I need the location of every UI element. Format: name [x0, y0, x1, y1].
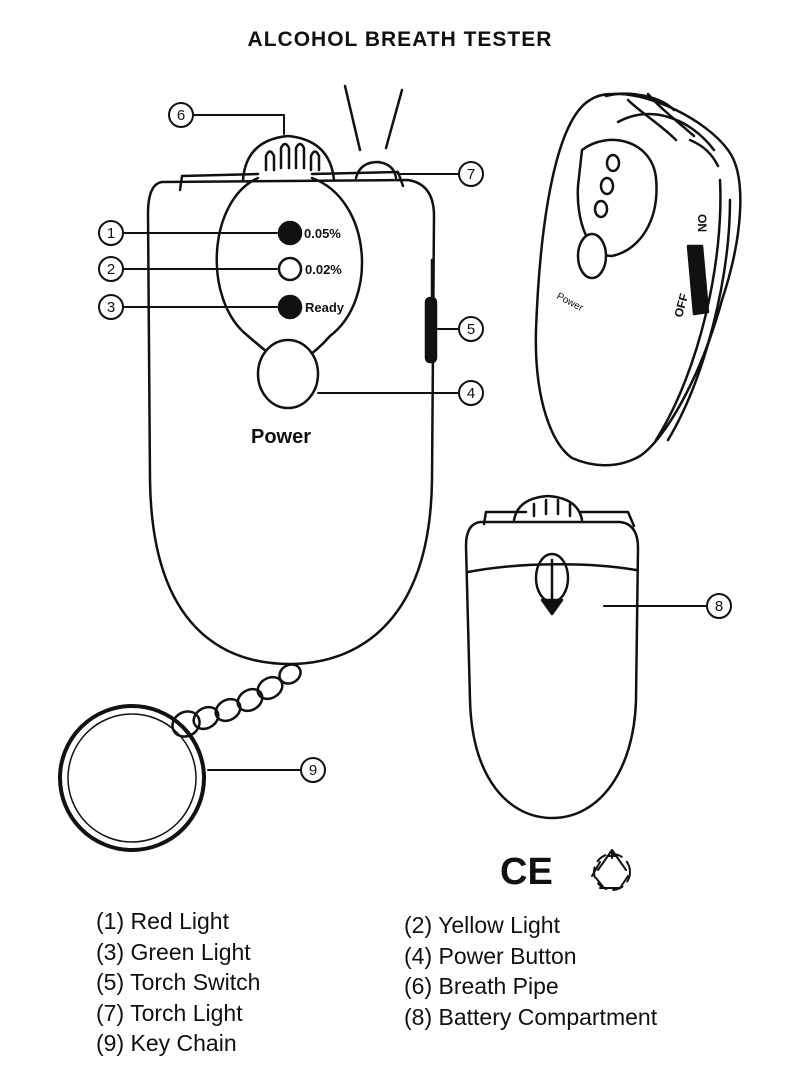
back-body	[464, 520, 640, 820]
callout-circle-1	[98, 220, 124, 246]
callout-circle-6	[168, 102, 194, 128]
callout-6: 6	[177, 107, 185, 124]
red-level-label: 0.05%	[304, 226, 341, 241]
callout-circle-5	[458, 316, 484, 342]
callout-4: 4	[467, 385, 475, 402]
callout-5: 5	[467, 321, 475, 338]
side-view	[534, 92, 742, 467]
torch-light	[343, 84, 404, 180]
recycle-icon	[591, 849, 631, 891]
callout-8: 8	[715, 598, 723, 615]
green-level-label: Ready	[305, 300, 345, 315]
side-power-label: Power	[555, 291, 586, 314]
legend-item-8: (8) Battery Compartment	[404, 1003, 658, 1030]
side-switch	[686, 244, 710, 316]
side-on-label: ON	[695, 214, 709, 232]
legend-item-1: (1) Red Light	[96, 908, 229, 934]
key-ring	[58, 704, 206, 852]
power-button	[256, 338, 320, 410]
side-panel	[576, 138, 658, 258]
yellow-level-label: 0.02%	[305, 262, 342, 277]
callout-1: 1	[107, 225, 115, 242]
legend-item-3: (3) Green Light	[96, 938, 251, 965]
legend-item-5: (5) Torch Switch	[96, 969, 261, 995]
legend-item-7: (7) Torch Light	[96, 999, 243, 1026]
legend-right: (2) Yellow Light (4) Power Button (6) Br…	[404, 910, 657, 1032]
callout-circle-3	[98, 294, 124, 320]
front-top-cap	[178, 170, 405, 192]
back-view	[464, 494, 640, 820]
side-off-label: OFF	[671, 292, 691, 319]
battery-compartment	[466, 563, 638, 574]
callout-9: 9	[309, 762, 317, 779]
callout-circle-2	[98, 256, 124, 282]
legend-left: (1) Red Light (3) Green Light (5) Torch …	[96, 906, 260, 1059]
callout-3: 3	[107, 299, 115, 316]
callout-2: 2	[107, 261, 115, 278]
legend-item-4: (4) Power Button	[404, 942, 577, 969]
front-power-label: Power	[251, 426, 311, 448]
callout-circle-4	[458, 380, 484, 406]
back-breath-pipe	[512, 494, 584, 522]
legend-item-6: (6) Breath Pipe	[404, 973, 559, 999]
callout-circle-7	[458, 161, 484, 187]
side-power-button	[576, 232, 608, 280]
callout-7: 7	[467, 166, 475, 183]
page-title: ALCOHOL BREATH TESTER	[247, 28, 553, 51]
key-chain	[58, 663, 302, 852]
leader-lines	[123, 114, 707, 771]
green-light-led	[277, 294, 303, 320]
legend-item-9: (9) Key Chain	[96, 1030, 237, 1056]
callout-circle-8	[706, 593, 732, 619]
front-body	[146, 178, 436, 666]
legend-item-2: (2) Yellow Light	[404, 912, 560, 938]
callout-circle-9	[300, 757, 326, 783]
breath-pipe	[241, 134, 336, 182]
red-light-led	[277, 220, 303, 246]
side-body	[534, 92, 742, 467]
ce-mark: CE	[500, 851, 553, 893]
front-view	[146, 84, 438, 666]
yellow-light-led	[277, 256, 303, 282]
